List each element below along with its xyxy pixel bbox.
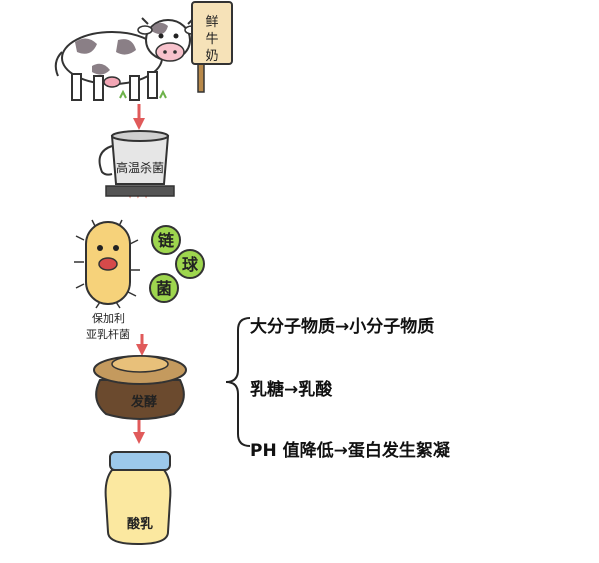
yogurt-jar-icon: 酸乳 — [104, 451, 172, 546]
ferment-jar-icon: 发酵 — [93, 355, 187, 420]
fresh-milk-sign: 鲜牛奶 — [191, 1, 233, 93]
strep-char-1: 链 — [158, 231, 175, 250]
note-lactose: 乳糖→乳酸 — [250, 380, 333, 400]
sterilize-label: 高温杀菌 — [116, 160, 164, 175]
rod-bacterium-icon — [74, 219, 140, 309]
streptococcus-icon: 链 球 菌 — [149, 225, 205, 303]
brace-icon — [225, 317, 251, 447]
strep-char-3: 菌 — [156, 279, 172, 298]
yogurt-label: 酸乳 — [127, 516, 153, 532]
note-macromolecule: 大分子物质→小分子物质 — [250, 317, 435, 337]
fresh-milk-label: 鲜牛奶 — [205, 15, 218, 64]
note-ph: PH 值降低→蛋白发生絮凝 — [250, 441, 450, 461]
cow-icon — [54, 17, 200, 101]
bulgaricus-label-1: 保加利 — [92, 311, 125, 325]
pot-icon: 高温杀菌 — [98, 130, 175, 199]
bulgaricus-label-2: 亚乳杆菌 — [86, 327, 130, 341]
ferment-label: 发酵 — [130, 394, 157, 410]
strep-char-2: 球 — [182, 255, 199, 274]
